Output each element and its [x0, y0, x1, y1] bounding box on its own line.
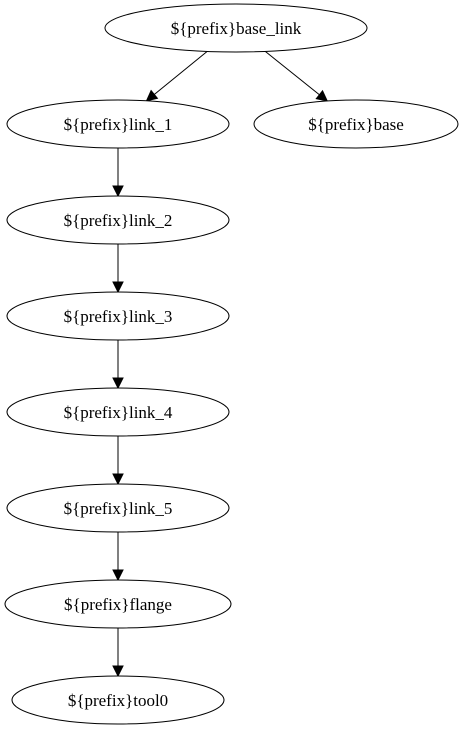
node-link_4: ${prefix}link_4	[6, 387, 230, 437]
node-ellipse	[253, 99, 459, 149]
edge-base_link-to-link_1	[145, 51, 208, 102]
arrowhead-icon	[145, 89, 159, 102]
edge-link_3-to-link_4	[112, 340, 124, 390]
edge-line	[264, 51, 320, 96]
node-link_3: ${prefix}link_3	[6, 291, 230, 341]
node-ellipse	[11, 675, 225, 725]
edge-link_4-to-link_5	[112, 436, 124, 486]
node-label: ${prefix}tool0	[68, 691, 168, 710]
edge-link_1-to-link_2	[112, 148, 124, 198]
node-tool0: ${prefix}tool0	[11, 675, 225, 725]
node-label: ${prefix}link_4	[64, 403, 173, 422]
arrowhead-icon	[112, 665, 124, 678]
node-label: ${prefix}link_1	[64, 115, 173, 134]
node-label: ${prefix}link_3	[64, 307, 173, 326]
node-label: ${prefix}base	[308, 115, 404, 134]
edge-flange-to-tool0	[112, 628, 124, 678]
node-ellipse	[6, 387, 230, 437]
node-ellipse	[6, 99, 230, 149]
node-link_5: ${prefix}link_5	[6, 483, 230, 533]
arrowhead-icon	[112, 377, 124, 390]
arrowhead-icon	[112, 569, 124, 582]
node-link_1: ${prefix}link_1	[6, 99, 230, 149]
node-ellipse	[6, 483, 230, 533]
node-ellipse	[4, 579, 232, 629]
node-flange: ${prefix}flange	[4, 579, 232, 629]
arrowhead-icon	[315, 89, 329, 102]
edge-line	[153, 51, 208, 95]
node-ellipse	[6, 195, 230, 245]
arrowhead-icon	[112, 473, 124, 486]
node-ellipse	[104, 3, 368, 53]
arrowhead-icon	[112, 185, 124, 198]
node-base_link: ${prefix}base_link	[104, 3, 368, 53]
node-link_2: ${prefix}link_2	[6, 195, 230, 245]
node-label: ${prefix}link_5	[64, 499, 173, 518]
node-ellipse	[6, 291, 230, 341]
node-label: ${prefix}link_2	[64, 211, 173, 230]
arrowhead-icon	[112, 281, 124, 294]
node-label: ${prefix}base_link	[171, 19, 302, 38]
edge-link_2-to-link_3	[112, 244, 124, 294]
node-label: ${prefix}flange	[64, 595, 172, 614]
node-base: ${prefix}base	[253, 99, 459, 149]
edge-base_link-to-base	[264, 51, 329, 102]
edge-link_5-to-flange	[112, 532, 124, 582]
